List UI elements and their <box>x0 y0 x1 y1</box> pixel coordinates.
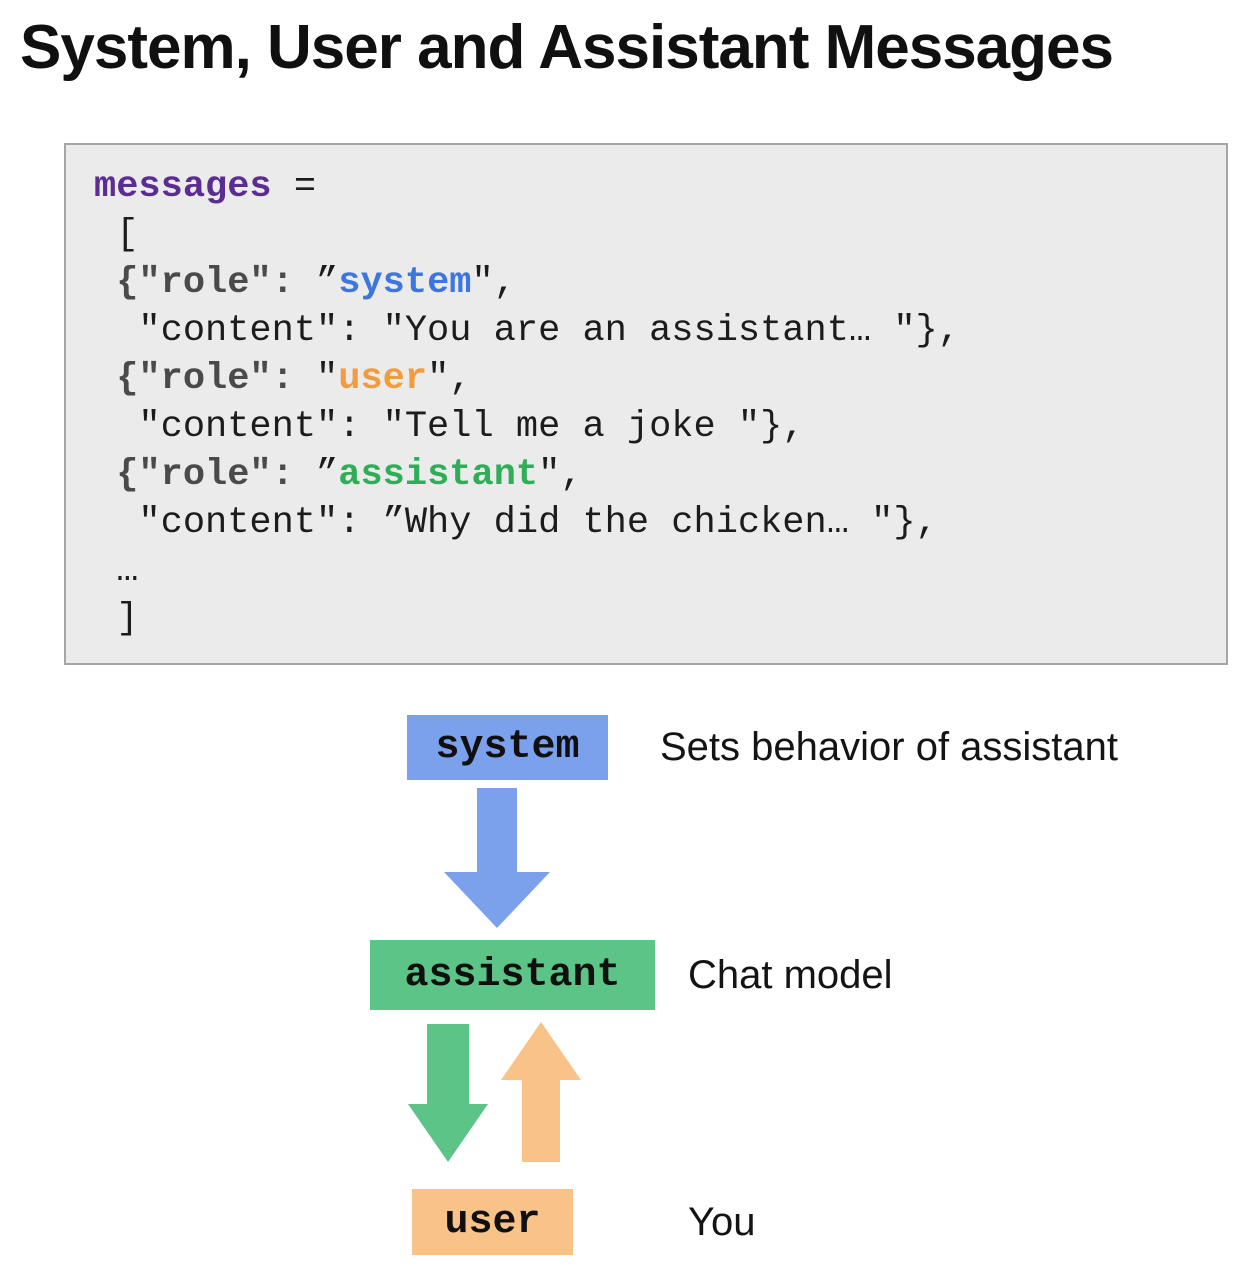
code-line-open-bracket: [ <box>94 211 1216 259</box>
code-line-role-system: {"role": ”system", <box>94 259 1216 307</box>
system-node: system <box>407 715 608 780</box>
code-token-kw: messages <box>94 166 272 208</box>
code-token-orange: user <box>338 358 428 400</box>
code-token-plain: ” <box>316 262 339 304</box>
assistant-annotation-text: Chat model <box>688 952 893 997</box>
code-line-content-user: "content": "Tell me a joke "}, <box>94 403 1216 451</box>
system-annotation-text: Sets behavior of assistant <box>660 725 1119 769</box>
code-token-green: assistant <box>338 454 539 496</box>
page-title: System, User and Assistant Messages <box>20 13 1114 82</box>
code-line-ellipsis: … <box>94 547 1216 595</box>
code-token-plain: = <box>271 166 317 208</box>
system-annotation: Sets behavior of assistant <box>660 715 1118 780</box>
code-token-plain: "content": "You are an assistant… "}, <box>94 310 960 352</box>
code-token-plain: [ <box>94 214 139 256</box>
user-node-label: user <box>444 1199 541 1245</box>
code-token-plain: … <box>94 550 139 592</box>
code-token-plain: ” <box>316 454 339 496</box>
down-arrow-shape <box>408 1024 488 1162</box>
assistant-node: assistant <box>370 940 655 1010</box>
user-to-assistant-arrow-icon <box>501 1022 581 1162</box>
code-token-plain: " <box>316 358 339 400</box>
code-line-close-bracket: ] <box>94 595 1216 643</box>
code-token-plain: "content": "Tell me a joke "}, <box>94 406 805 448</box>
system-node-label: system <box>435 725 580 770</box>
user-node: user <box>412 1189 573 1255</box>
code-token-key: {"role": <box>94 454 317 496</box>
code-token-plain: "content": ”Why did the chicken… "}, <box>94 502 938 544</box>
code-token-plain: ", <box>538 454 583 496</box>
code-token-plain: ", <box>427 358 472 400</box>
code-token-plain: ", <box>471 262 516 304</box>
down-arrow-shape <box>444 788 550 928</box>
code-token-blue: system <box>338 262 472 304</box>
code-line-role-assistant: {"role": ”assistant", <box>94 451 1216 499</box>
code-line-content-assistant: "content": ”Why did the chicken… "}, <box>94 499 1216 547</box>
code-token-plain: ] <box>94 598 139 640</box>
system-to-assistant-arrow-icon <box>444 788 550 928</box>
code-line-role-user: {"role": "user", <box>94 355 1216 403</box>
user-annotation-text: You <box>688 1199 756 1244</box>
assistant-annotation: Chat model <box>688 940 893 1010</box>
up-arrow-shape <box>501 1022 581 1162</box>
code-token-key: {"role": <box>94 262 317 304</box>
assistant-to-user-arrow-icon <box>408 1024 488 1162</box>
code-block: messages = [ {"role": ”system", "content… <box>64 143 1228 665</box>
code-line-messages: messages = <box>94 163 1216 211</box>
code-line-content-system: "content": "You are an assistant… "}, <box>94 307 1216 355</box>
assistant-node-label: assistant <box>404 952 621 998</box>
user-annotation: You <box>688 1189 756 1255</box>
code-token-key: {"role": <box>94 358 317 400</box>
